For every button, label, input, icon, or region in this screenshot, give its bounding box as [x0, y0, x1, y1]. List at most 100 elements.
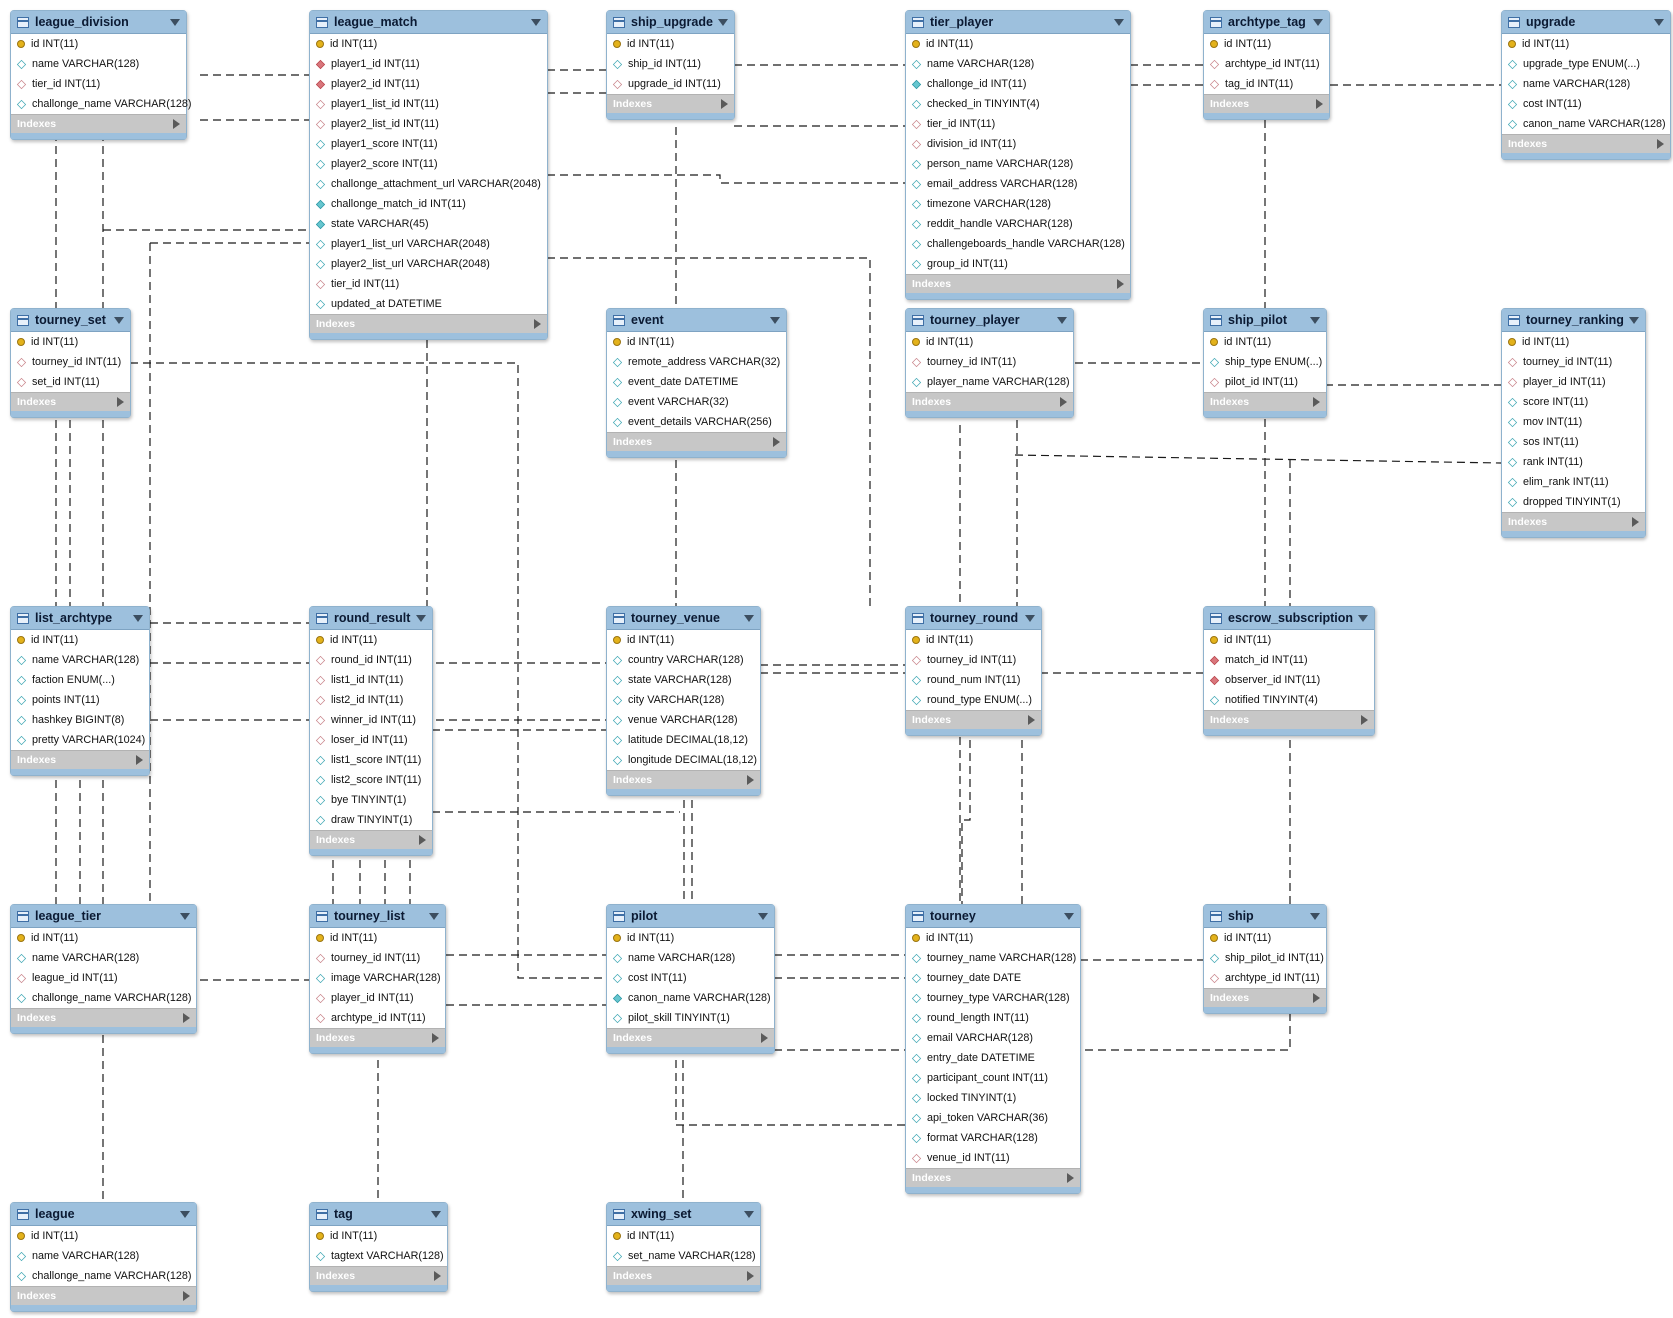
indexes-section[interactable]: Indexes [11, 1286, 196, 1305]
collapse-triangle-icon[interactable] [429, 912, 439, 920]
collapse-triangle-icon[interactable] [1629, 316, 1639, 324]
column-row[interactable]: venue_id INT(11) [906, 1148, 1080, 1168]
column-row[interactable]: player1_score INT(11) [310, 134, 547, 154]
column-row[interactable]: country VARCHAR(128) [607, 650, 760, 670]
expand-arrow-icon[interactable] [1060, 397, 1067, 407]
expand-arrow-icon[interactable] [419, 835, 426, 845]
column-row[interactable]: rank INT(11) [1502, 452, 1645, 472]
column-row[interactable]: timezone VARCHAR(128) [906, 194, 1130, 214]
column-row[interactable]: updated_at DATETIME [310, 294, 547, 314]
column-row[interactable]: player2_list_id INT(11) [310, 114, 547, 134]
column-row[interactable]: id INT(11) [906, 928, 1080, 948]
column-row[interactable]: email VARCHAR(128) [906, 1028, 1080, 1048]
column-row[interactable]: tag_id INT(11) [1204, 74, 1329, 94]
column-row[interactable]: state VARCHAR(128) [607, 670, 760, 690]
collapse-triangle-icon[interactable] [133, 614, 143, 622]
expand-arrow-icon[interactable] [183, 1013, 190, 1023]
indexes-section[interactable]: Indexes [310, 1266, 447, 1285]
collapse-triangle-icon[interactable] [1310, 912, 1320, 920]
column-row[interactable]: pretty VARCHAR(1024) [11, 730, 149, 750]
column-row[interactable]: pilot_id INT(11) [1204, 372, 1326, 392]
column-row[interactable]: id INT(11) [607, 332, 786, 352]
column-row[interactable]: tourney_id INT(11) [906, 650, 1041, 670]
column-row[interactable]: id INT(11) [1204, 928, 1326, 948]
relationship-connector[interactable] [961, 740, 971, 904]
column-row[interactable]: id INT(11) [607, 630, 760, 650]
indexes-section[interactable]: Indexes [11, 1008, 196, 1027]
column-row[interactable]: checked_in TINYINT(4) [906, 94, 1130, 114]
column-row[interactable]: id INT(11) [310, 34, 547, 54]
collapse-triangle-icon[interactable] [744, 614, 754, 622]
relationship-connector[interactable] [675, 1060, 905, 1126]
column-row[interactable]: name VARCHAR(128) [11, 948, 196, 968]
column-row[interactable]: name VARCHAR(128) [906, 54, 1130, 74]
column-row[interactable]: id INT(11) [310, 1226, 447, 1246]
expand-arrow-icon[interactable] [1117, 279, 1124, 289]
column-row[interactable]: tourney_id INT(11) [11, 352, 130, 372]
indexes-section[interactable]: Indexes [906, 1168, 1080, 1187]
column-row[interactable]: faction ENUM(...) [11, 670, 149, 690]
relationship-connector[interactable] [1014, 454, 1502, 464]
column-row[interactable]: challengeboards_handle VARCHAR(128) [906, 234, 1130, 254]
column-row[interactable]: player2_list_url VARCHAR(2048) [310, 254, 547, 274]
indexes-section[interactable]: Indexes [607, 1028, 774, 1047]
table-header[interactable]: tag [310, 1203, 447, 1226]
collapse-triangle-icon[interactable] [114, 316, 124, 324]
column-row[interactable]: pilot_skill TINYINT(1) [607, 1008, 774, 1028]
column-row[interactable]: id INT(11) [11, 34, 186, 54]
column-row[interactable]: league_id INT(11) [11, 968, 196, 988]
collapse-triangle-icon[interactable] [718, 18, 728, 26]
expand-arrow-icon[interactable] [183, 1291, 190, 1301]
column-row[interactable]: id INT(11) [11, 332, 130, 352]
table-header[interactable]: tourney_player [906, 309, 1073, 332]
column-row[interactable]: id INT(11) [607, 1226, 760, 1246]
column-row[interactable]: city VARCHAR(128) [607, 690, 760, 710]
column-row[interactable]: set_name VARCHAR(128) [607, 1246, 760, 1266]
column-row[interactable]: ship_pilot_id INT(11) [1204, 948, 1326, 968]
expand-arrow-icon[interactable] [1361, 715, 1368, 725]
table-header[interactable]: tourney_set [11, 309, 130, 332]
table-header[interactable]: tourney_list [310, 905, 445, 928]
indexes-section[interactable]: Indexes [607, 770, 760, 789]
indexes-section[interactable]: Indexes [906, 710, 1041, 729]
table-header[interactable]: archtype_tag [1204, 11, 1329, 34]
collapse-triangle-icon[interactable] [770, 316, 780, 324]
collapse-triangle-icon[interactable] [431, 1210, 441, 1218]
indexes-section[interactable]: Indexes [1502, 134, 1670, 153]
column-row[interactable]: canon_name VARCHAR(128) [1502, 114, 1670, 134]
column-row[interactable]: ship_id INT(11) [607, 54, 734, 74]
column-row[interactable]: image VARCHAR(128) [310, 968, 445, 988]
column-row[interactable]: id INT(11) [1204, 34, 1329, 54]
column-row[interactable]: notified TINYINT(4) [1204, 690, 1374, 710]
column-row[interactable]: points INT(11) [11, 690, 149, 710]
expand-arrow-icon[interactable] [1316, 99, 1323, 109]
expand-arrow-icon[interactable] [773, 437, 780, 447]
column-row[interactable]: player1_list_id INT(11) [310, 94, 547, 114]
expand-arrow-icon[interactable] [434, 1271, 441, 1281]
column-row[interactable]: player2_id INT(11) [310, 74, 547, 94]
column-row[interactable]: list1_id INT(11) [310, 670, 432, 690]
table-header[interactable]: league_tier [11, 905, 196, 928]
column-row[interactable]: list2_id INT(11) [310, 690, 432, 710]
column-row[interactable]: tier_id INT(11) [906, 114, 1130, 134]
column-row[interactable]: mov INT(11) [1502, 412, 1645, 432]
column-row[interactable]: challonge_name VARCHAR(128) [11, 1266, 196, 1286]
column-row[interactable]: name VARCHAR(128) [11, 54, 186, 74]
indexes-section[interactable]: Indexes [1204, 392, 1326, 411]
column-row[interactable]: longitude DECIMAL(18,12) [607, 750, 760, 770]
column-row[interactable]: score INT(11) [1502, 392, 1645, 412]
relationship-connector[interactable] [547, 174, 905, 184]
table-header[interactable]: tier_player [906, 11, 1130, 34]
indexes-section[interactable]: Indexes [1204, 94, 1329, 113]
column-row[interactable]: challonge_id INT(11) [906, 74, 1130, 94]
column-row[interactable]: id INT(11) [11, 1226, 196, 1246]
column-row[interactable]: id INT(11) [1502, 34, 1670, 54]
column-row[interactable]: archtype_id INT(11) [1204, 54, 1329, 74]
